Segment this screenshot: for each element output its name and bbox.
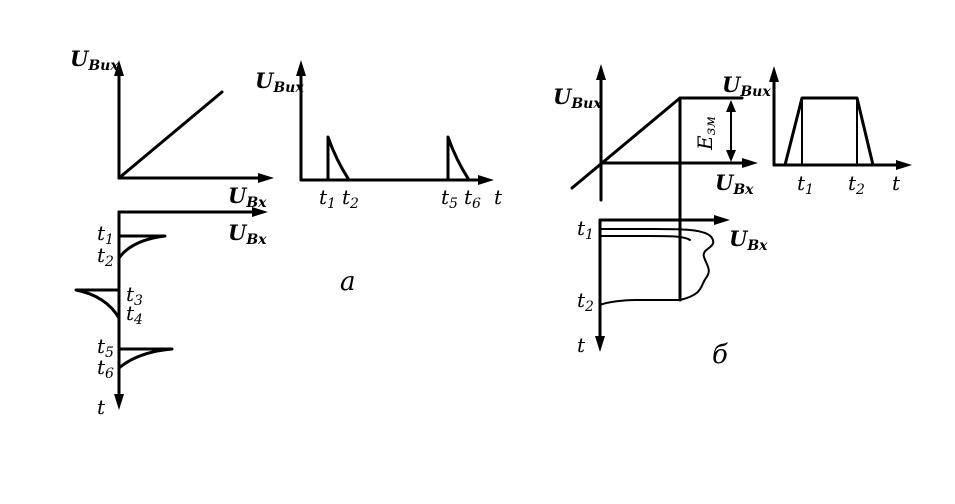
b-input-u-arrow	[714, 215, 730, 225]
a-input-t5-label: t5	[97, 334, 114, 361]
b-transfer-y-label: UВих	[553, 84, 602, 112]
b-input-t1-label: t1	[577, 216, 594, 243]
b-ezm-label: Eзм	[693, 116, 719, 151]
panel-a-output: UВих t1 t2 t5 t6 t	[255, 60, 503, 212]
b-input-signal	[599, 227, 715, 306]
a-input-pulse-3	[117, 347, 174, 370]
a-input-t-arrow	[114, 394, 124, 410]
b-input-t-arrow	[595, 336, 605, 352]
a-output-t2-label: t2	[342, 185, 359, 212]
a-output-y-label: UВих	[255, 68, 304, 96]
panel-a-transfer: UВих UВх	[70, 46, 274, 211]
a-output-pulse-2	[446, 135, 471, 182]
b-output-x-arrow	[896, 160, 912, 170]
b-output-t2-label: t2	[848, 171, 865, 198]
caption-b: б	[712, 340, 728, 370]
b-output-t1-label: t1	[797, 171, 814, 198]
a-input-pulse-2	[74, 288, 121, 320]
panel-a-input: UВх t1 t2 t3 t4 t5 t6 t	[74, 207, 268, 419]
a-output-t-axis-label: t	[494, 185, 503, 209]
a-output-t5-label: t5	[441, 185, 458, 212]
a-output-t1-label: t1	[319, 185, 336, 212]
b-ezm-arrow-bottom	[726, 150, 736, 162]
caption-a: а	[340, 267, 356, 297]
a-input-pulse-1	[117, 234, 167, 260]
svg-text:Eзм: Eзм	[693, 116, 719, 151]
b-input-t2-label: t2	[577, 288, 594, 315]
a-input-t4-label: t4	[126, 301, 143, 328]
panel-b-output: UВих t1 t2 t	[722, 66, 912, 198]
a-input-u-label: UВх	[228, 220, 267, 248]
a-output-t6-label: t6	[464, 185, 481, 212]
a-output-y-arrow	[296, 60, 306, 76]
a-input-t-axis-label: t	[97, 395, 106, 419]
a-output-pulse-1	[326, 135, 351, 182]
a-input-t6-label: t6	[97, 355, 114, 382]
b-transfer-x-label: UВх	[715, 170, 754, 198]
a-input-t1-label: t1	[97, 221, 114, 248]
a-transfer-y-arrow	[114, 60, 124, 76]
a-transfer-x-label: UВх	[228, 183, 267, 211]
panel-b-input: UВх t1 t2 t	[577, 96, 768, 357]
b-transfer-y-arrow	[596, 64, 606, 80]
b-output-y-arrow	[769, 66, 779, 82]
a-transfer-line	[117, 90, 224, 180]
b-input-u-label: UВх	[729, 226, 768, 254]
b-output-y-label: UВих	[722, 72, 771, 100]
a-transfer-y-label: UВих	[70, 46, 119, 74]
b-output-trapezoid	[783, 96, 875, 167]
a-input-t3-label: t3	[126, 282, 143, 309]
b-ezm-arrow-top	[726, 100, 736, 112]
b-input-t-axis-label: t	[577, 333, 586, 357]
a-input-u-arrow	[252, 207, 268, 217]
a-output-x-arrow	[478, 175, 494, 185]
b-output-t-axis-label: t	[892, 171, 901, 195]
a-input-t2-label: t2	[97, 243, 114, 270]
b-transfer-x-arrow	[742, 158, 758, 168]
b-input-signal-edge	[599, 235, 691, 241]
a-transfer-x-arrow	[258, 173, 274, 183]
